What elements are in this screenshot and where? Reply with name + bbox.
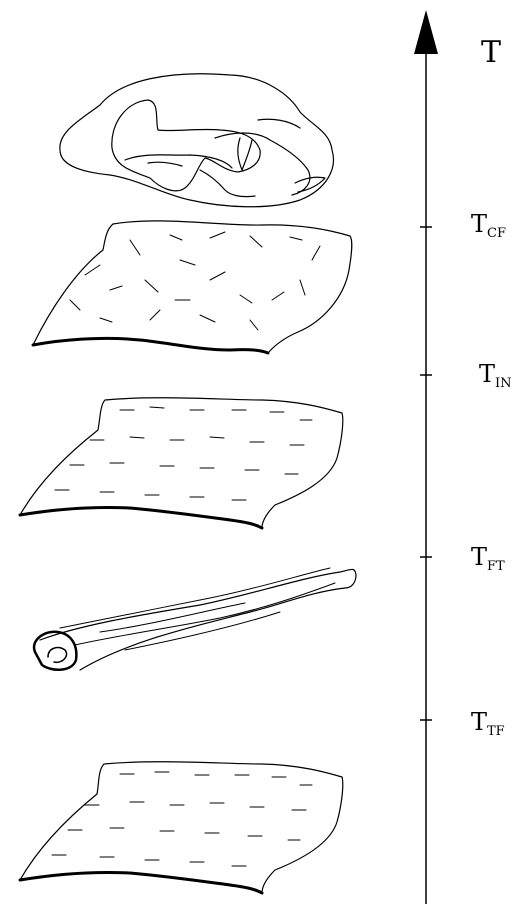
tick-label-ft-main: T [471, 543, 487, 571]
tick-label-ft: TFT [471, 545, 505, 573]
tick-label-in-sub: IN [495, 376, 512, 391]
flat-sheet-aligned-dashes-lower-icon [20, 762, 343, 893]
axis-symbol-label: T [481, 38, 501, 68]
tick-label-in-main: T [479, 360, 495, 388]
tick-label-tf-main: T [471, 708, 487, 736]
tick-label-in: TIN [479, 362, 512, 390]
rolled-tube-icon [34, 568, 356, 670]
flat-sheet-random-dashes-icon [33, 221, 352, 353]
tick-label-cf-main: T [471, 210, 487, 238]
tick-label-cf-sub: CF [487, 226, 506, 241]
crumpled-sheet-icon [60, 74, 334, 207]
tick-label-tf-sub: TF [487, 724, 505, 739]
tick-label-cf: TCF [471, 212, 506, 240]
axis-arrowhead [414, 10, 438, 54]
flat-sheet-aligned-dashes-icon [20, 398, 343, 528]
temperature-axis [414, 10, 438, 904]
tick-label-tf: TTF [471, 710, 505, 738]
tick-label-ft-sub: FT [487, 559, 505, 574]
